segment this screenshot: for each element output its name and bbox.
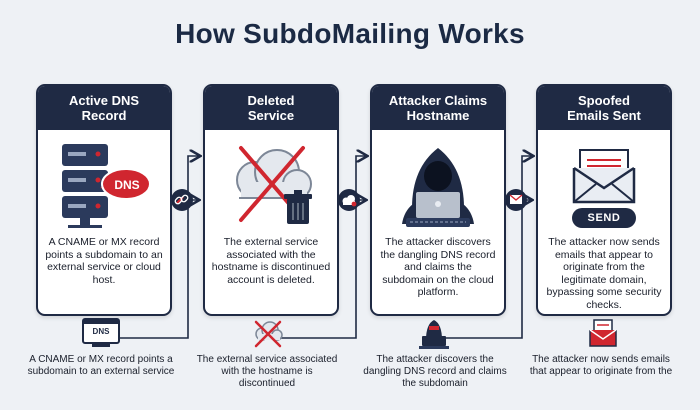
chain-link-icon	[171, 189, 193, 211]
envelope-small-icon	[589, 319, 617, 347]
envelope-icon	[572, 149, 636, 204]
step-1-caption: A CNAME or MX record points a subdomain …	[27, 354, 175, 377]
page-title: How SubdoMailing Works	[175, 18, 525, 49]
send-button-graphic: SEND	[572, 208, 636, 228]
dns-badge: DNS	[114, 178, 140, 192]
step-card-2: Deleted Service The external service ass…	[203, 84, 339, 316]
cloud-deleted-icon	[236, 146, 312, 224]
step-4-caption: The attacker now sends emails that appea…	[529, 354, 673, 377]
step-4-header: Spoofed Emails Sent	[538, 86, 670, 130]
server-dns-icon	[62, 144, 151, 228]
cloud-swap-icon	[338, 189, 360, 211]
step-2-text: The external service associated with the…	[211, 236, 331, 286]
step-2-header: Deleted Service	[205, 86, 337, 130]
step-3-caption: The attacker discovers the dangling DNS …	[363, 354, 507, 389]
mail-icon	[505, 189, 527, 211]
connector-arrow-2	[280, 156, 366, 339]
connector-arrow-3	[446, 156, 532, 339]
cloud-crossed-icon	[254, 320, 283, 348]
step-1-text: A CNAME or MX record points a subdomain …	[45, 236, 163, 286]
step-2-caption: The external service associated with the…	[196, 354, 338, 389]
hacker-laptop-icon	[419, 320, 449, 349]
step-card-3: Attacker Claims Hostname The attacker di…	[370, 84, 506, 316]
step-card-4: Spoofed Emails Sent SEND The attacker no…	[536, 84, 672, 316]
step-card-1: Active DNS Record DNS A CNAME or MX reco…	[36, 84, 172, 316]
step-1-header: Active DNS Record	[38, 86, 170, 130]
dns-window-icon: DNS	[82, 318, 120, 348]
step-4-text: The attacker now sends emails that appea…	[546, 236, 662, 311]
connector-arrow-1	[110, 156, 199, 339]
hooded-hacker-icon	[402, 148, 474, 227]
step-3-text: The attacker discovers the dangling DNS …	[380, 236, 496, 298]
step-3-header: Attacker Claims Hostname	[372, 86, 504, 130]
dns-small-label: DNS	[92, 327, 110, 336]
